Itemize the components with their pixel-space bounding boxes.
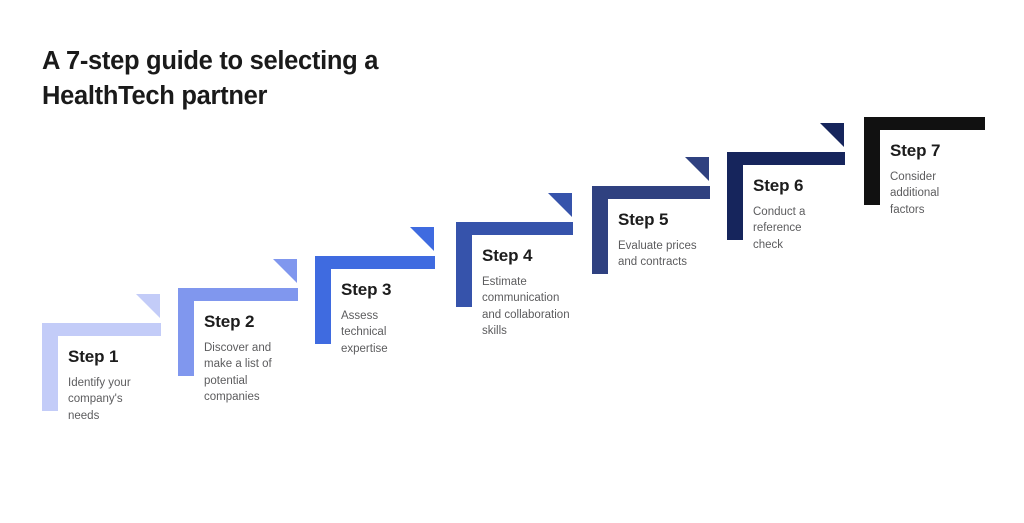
step-5-arrow-icon	[685, 157, 709, 181]
step-6-label: Step 6	[753, 176, 804, 195]
step-5[interactable]: Step 5 Evaluate prices and contracts	[592, 157, 852, 386]
step-7-horizontal-bar	[864, 117, 985, 130]
step-6-horizontal-bar	[727, 152, 845, 165]
step-5-horizontal-bar	[592, 186, 710, 199]
step-5-vertical-bar	[592, 186, 608, 274]
step-4-horizontal-bar	[456, 222, 573, 235]
step-4[interactable]: Step 4 Estimate communication and collabo…	[456, 193, 716, 422]
step-7-label: Step 7	[890, 141, 941, 160]
page-title: A 7-step guide to selecting a HealthTech…	[42, 47, 379, 110]
step-5-label: Step 5	[618, 210, 669, 229]
step-1-label: Step 1	[68, 347, 119, 366]
step-2-horizontal-bar	[178, 288, 298, 301]
step-4-label: Step 4	[482, 246, 533, 265]
step-1[interactable]: Step 1 Identify your company's needs	[42, 294, 302, 523]
step-3-label: Step 3	[341, 280, 392, 299]
step-2[interactable]: Step 2 Discover and make a list of potent…	[178, 259, 438, 488]
step-6-description: Conduct a reference check	[753, 206, 806, 251]
step-6-vertical-bar	[727, 152, 743, 240]
step-3-description: Assess technical expertise	[341, 310, 388, 355]
step-1-description: Identify your company's needs	[68, 377, 131, 422]
step-4-description: Estimate communication and collaboration…	[482, 276, 570, 337]
step-6[interactable]: Step 6 Conduct a reference check	[727, 123, 987, 352]
step-7[interactable]: Step 7 Consider additional factors	[864, 117, 1024, 317]
step-7-description: Consider additional factors	[890, 171, 940, 216]
step-6-arrow-icon	[820, 123, 844, 147]
step-1-arrow-icon	[136, 294, 160, 318]
step-7-vertical-bar	[864, 117, 880, 205]
step-2-arrow-icon	[273, 259, 297, 283]
step-3-horizontal-bar	[315, 256, 435, 269]
step-5-description: Evaluate prices and contracts	[618, 240, 697, 269]
step-3-arrow-icon	[410, 227, 434, 251]
step-4-arrow-icon	[548, 193, 572, 217]
step-3[interactable]: Step 3 Assess technical expertise	[315, 227, 575, 456]
step-3-vertical-bar	[315, 256, 331, 344]
step-2-vertical-bar	[178, 288, 194, 376]
step-2-description: Discover and make a list of potential co…	[204, 342, 272, 403]
step-2-label: Step 2	[204, 312, 255, 331]
step-1-vertical-bar	[42, 323, 58, 411]
step-4-vertical-bar	[456, 222, 472, 307]
step-1-horizontal-bar	[42, 323, 161, 336]
